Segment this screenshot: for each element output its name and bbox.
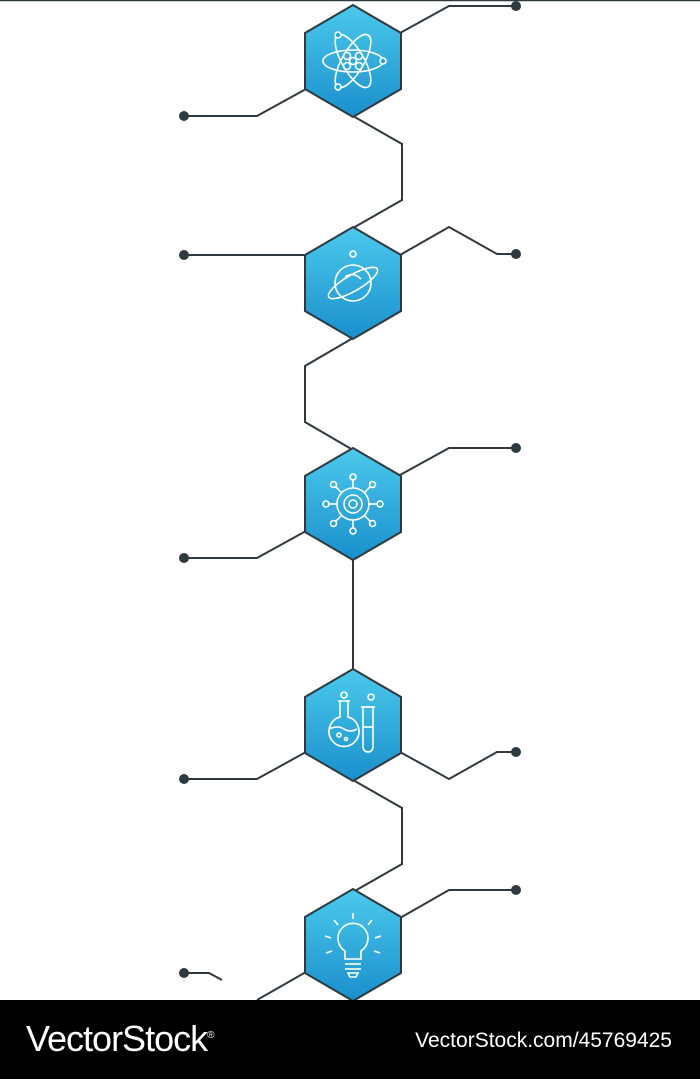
end-dot xyxy=(179,774,189,784)
registered-mark: ® xyxy=(207,1030,214,1041)
branch-4-right xyxy=(399,751,516,781)
virus-icon xyxy=(322,473,384,535)
hexagon-node-3 xyxy=(304,446,402,562)
brand-name: VectorStock xyxy=(26,1018,208,1059)
branch-end-dots xyxy=(179,1,521,978)
branch-5-right xyxy=(399,889,516,919)
end-dot xyxy=(511,249,521,259)
hexagon-node-1 xyxy=(304,3,402,119)
branch-5-left-stub xyxy=(184,972,223,981)
end-dot xyxy=(179,111,189,121)
end-dot xyxy=(179,968,189,978)
hexagon-node-2 xyxy=(304,225,402,341)
branch-1-right xyxy=(399,5,516,34)
watermark-footer: VectorStock® VectorStock.com/45769425 xyxy=(0,1000,700,1079)
planet-icon xyxy=(327,250,379,302)
end-dot xyxy=(511,443,521,453)
branch-3-right xyxy=(399,447,516,476)
branch-lines xyxy=(184,5,516,1000)
end-dot xyxy=(179,553,189,563)
vectorstock-logo: VectorStock® xyxy=(26,1018,215,1060)
branch-1-left xyxy=(184,88,307,117)
connector-1-2 xyxy=(352,115,403,229)
branch-2-right xyxy=(399,225,516,256)
branch-4-left xyxy=(184,751,307,780)
end-dot xyxy=(179,250,189,260)
flask-test-tube-icon xyxy=(328,691,375,753)
end-dot xyxy=(511,1,521,11)
connector-2-3 xyxy=(304,337,354,451)
hexagon-node-5 xyxy=(304,887,402,1000)
vertical-hexagon-timeline xyxy=(0,0,700,1000)
end-dot xyxy=(511,885,521,895)
connector-4-5 xyxy=(352,779,403,893)
atom-icon xyxy=(322,31,387,91)
spine-connectors xyxy=(304,115,403,893)
branch-5-left xyxy=(256,971,307,1000)
branch-3-left xyxy=(184,530,307,559)
hexagon-node-4 xyxy=(304,667,402,783)
image-id-text: VectorStock.com/45769425 xyxy=(415,1029,672,1052)
end-dot xyxy=(511,747,521,757)
light-bulb-icon xyxy=(324,913,382,978)
